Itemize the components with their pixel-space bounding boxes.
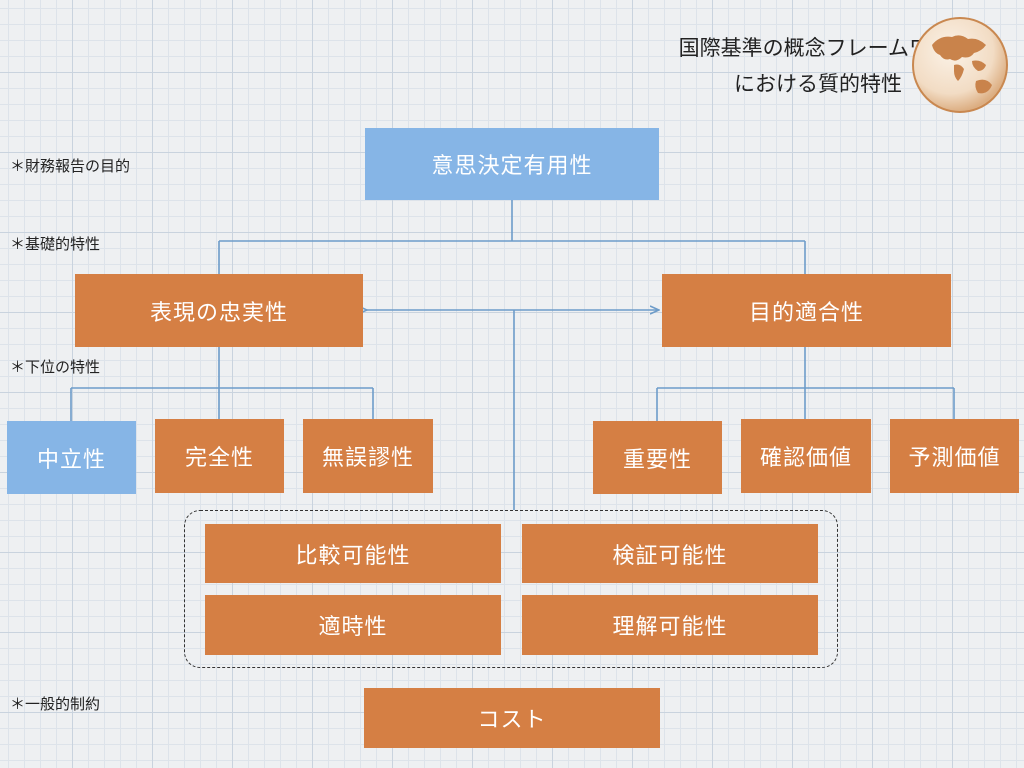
label-lower: ＊下位の特性 [10, 358, 101, 376]
node-faithful-representation: 表現の忠実性 [75, 274, 363, 347]
node-free-from-error: 無誤謬性 [303, 419, 433, 493]
node-understandability: 理解可能性 [522, 595, 818, 655]
node-decision-usefulness: 意思決定有用性 [365, 128, 659, 200]
title-line-2: における質的特性 [734, 72, 902, 96]
label-fundamental: ＊基礎的特性 [10, 235, 101, 253]
node-comparability: 比較可能性 [205, 524, 501, 583]
node-neutrality: 中立性 [7, 421, 136, 494]
node-relevance: 目的適合性 [662, 274, 951, 347]
node-timeliness: 適時性 [205, 595, 501, 655]
node-confirmatory-value: 確認価値 [741, 419, 871, 493]
node-materiality: 重要性 [593, 421, 722, 494]
node-completeness: 完全性 [155, 419, 284, 493]
label-constraint: ＊一般的制約 [10, 695, 101, 713]
node-verifiability: 検証可能性 [522, 524, 818, 583]
node-predictive-value: 予測価値 [890, 419, 1019, 493]
globe-icon [912, 17, 1008, 113]
enhancing-characteristics-group [184, 510, 838, 668]
node-cost: コスト [364, 688, 660, 748]
label-objective: ＊財務報告の目的 [10, 157, 131, 175]
